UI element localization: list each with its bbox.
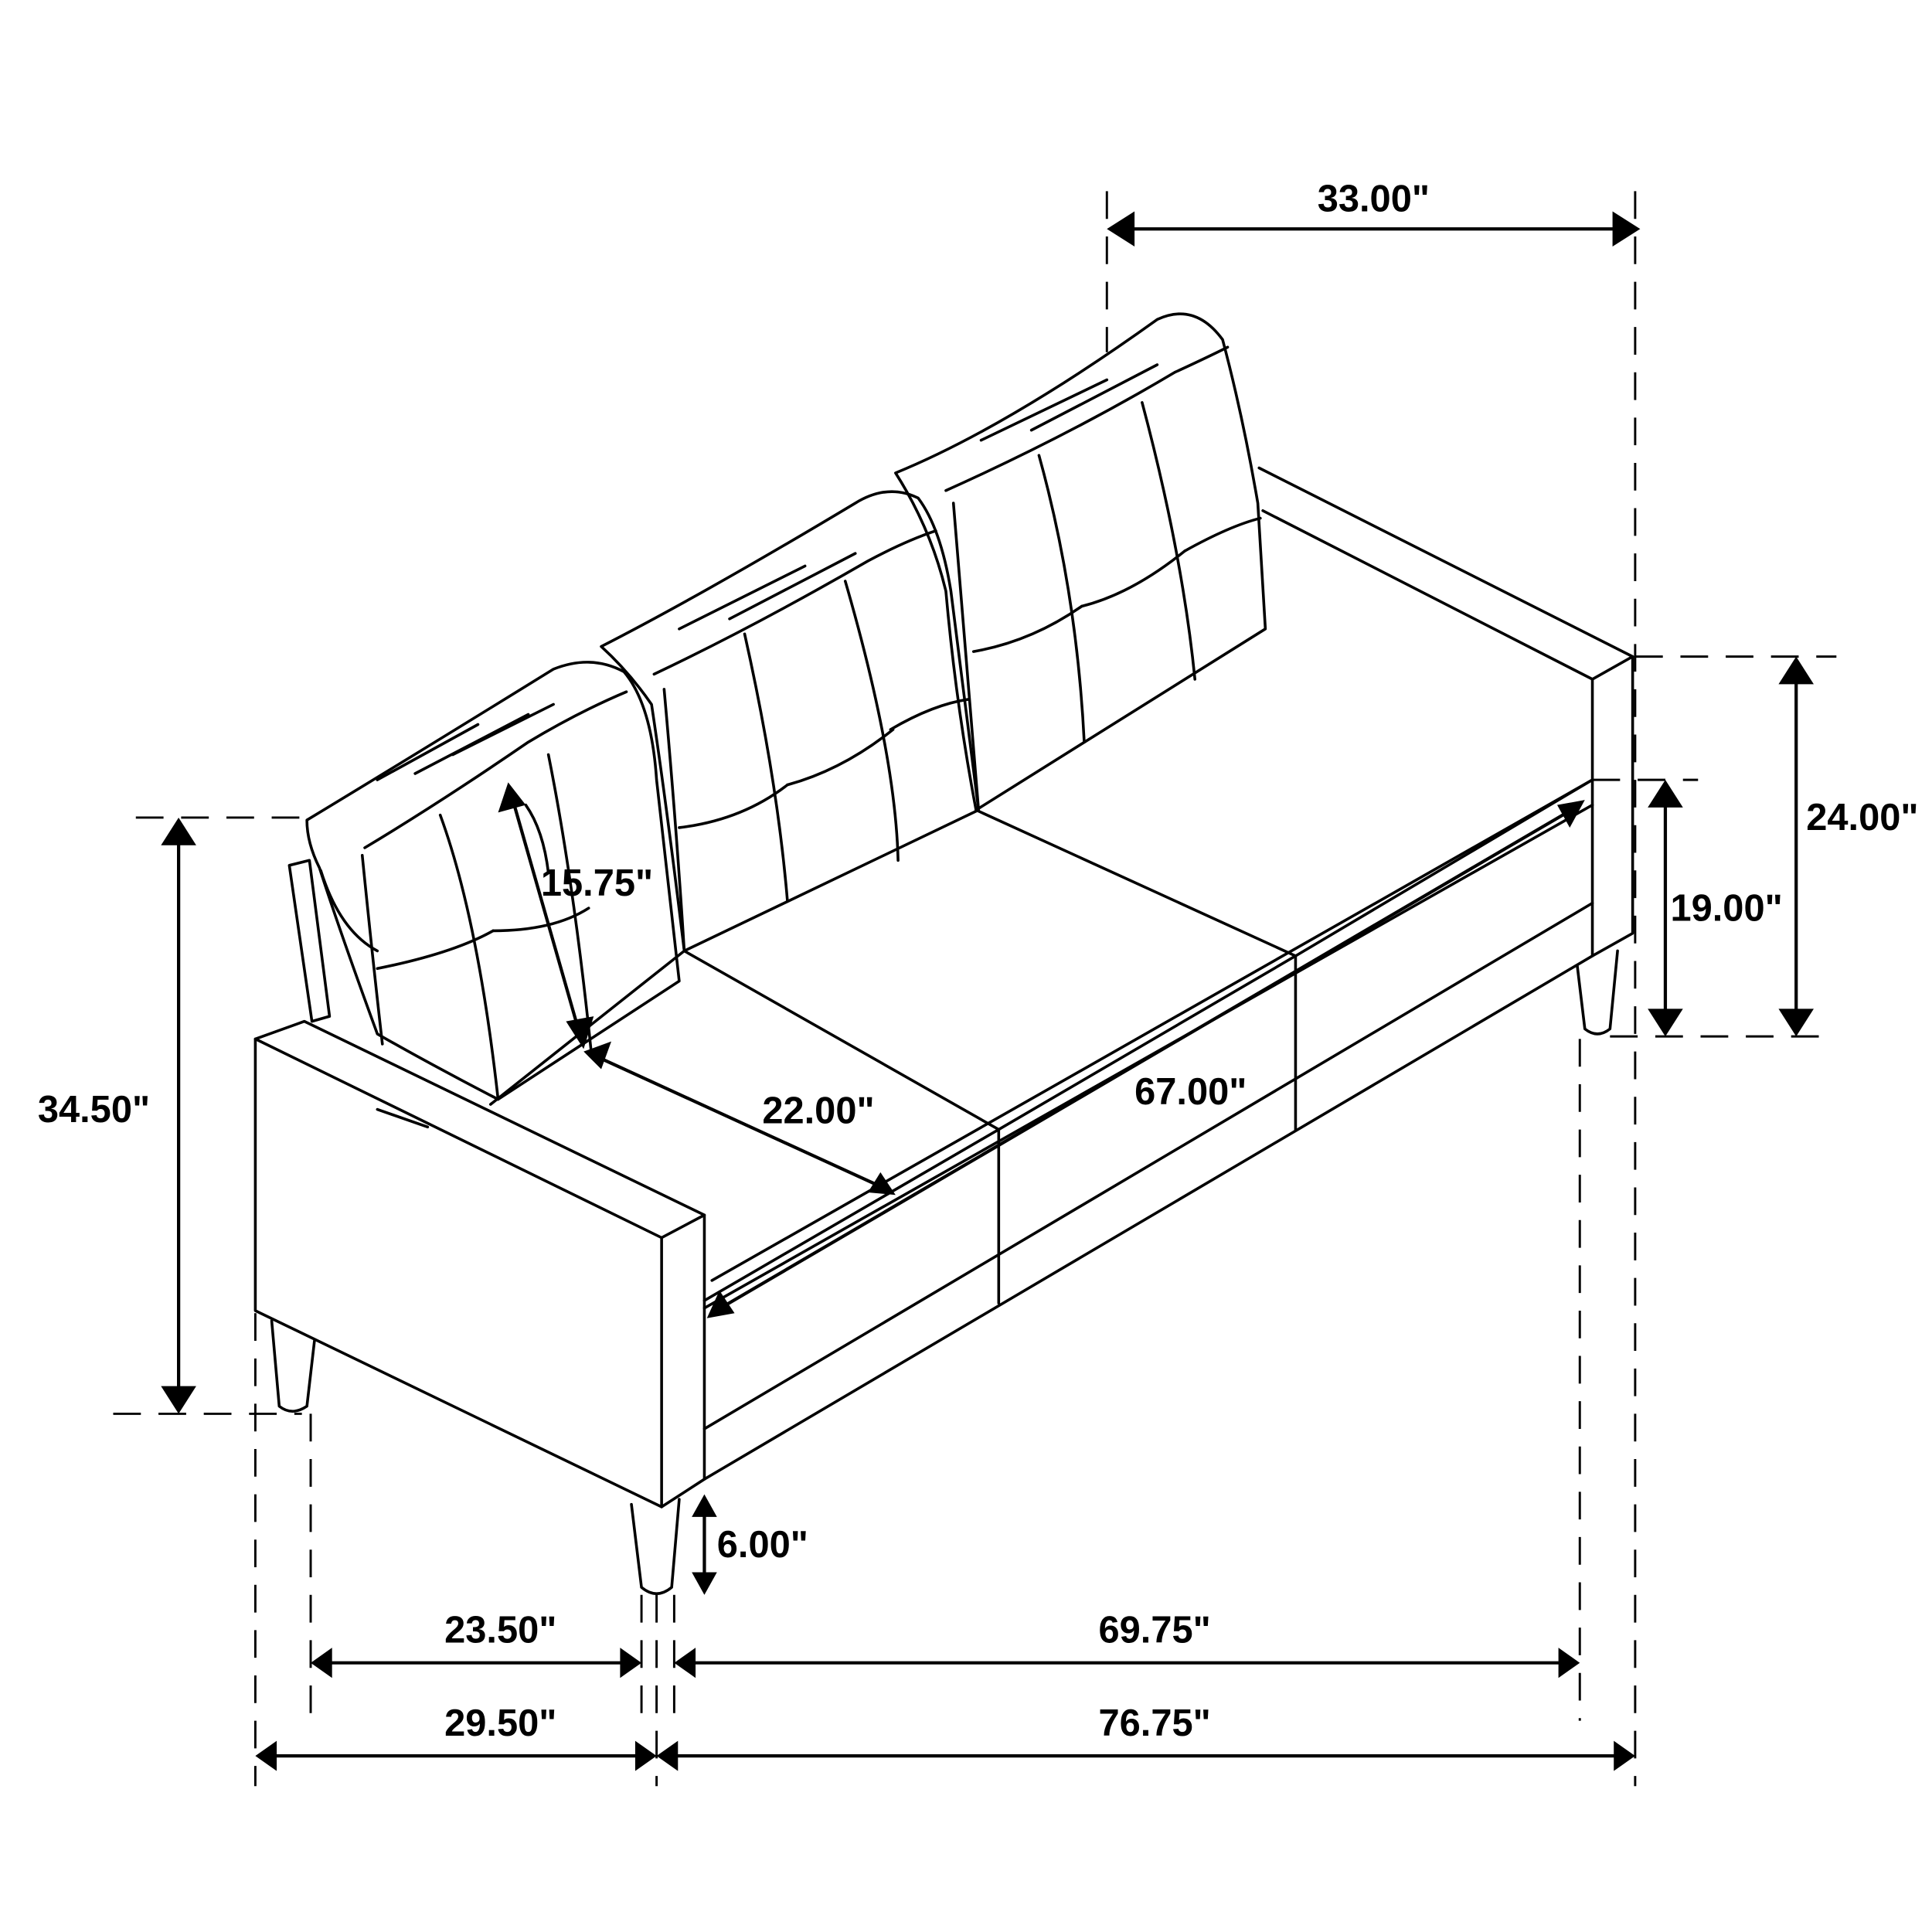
label-overall-height: 34.50" bbox=[38, 1089, 150, 1131]
label-width-between-legs: 69.75" bbox=[1098, 1610, 1210, 1651]
dimension-labels: 33.00" 24.00" 19.00" 34.50" 15.75" 22.00… bbox=[38, 178, 1919, 1744]
label-back-depth-top: 33.00" bbox=[1318, 178, 1430, 219]
dimension-lines bbox=[161, 211, 1815, 1771]
label-overall-width: 76.75" bbox=[1098, 1702, 1210, 1744]
label-back-cushion-height: 15.75" bbox=[541, 862, 653, 904]
sofa-outline bbox=[253, 312, 1634, 1595]
label-leg-height: 6.00" bbox=[717, 1524, 808, 1566]
label-seat-depth: 22.00" bbox=[762, 1090, 874, 1131]
label-overall-depth: 29.50" bbox=[444, 1702, 556, 1744]
label-seat-height: 19.00" bbox=[1670, 887, 1782, 929]
label-depth-between-legs: 23.50" bbox=[444, 1610, 556, 1651]
label-seat-width: 67.00" bbox=[1134, 1071, 1247, 1113]
label-arm-height: 24.00" bbox=[1806, 797, 1918, 838]
extension-lines bbox=[113, 191, 1837, 1787]
